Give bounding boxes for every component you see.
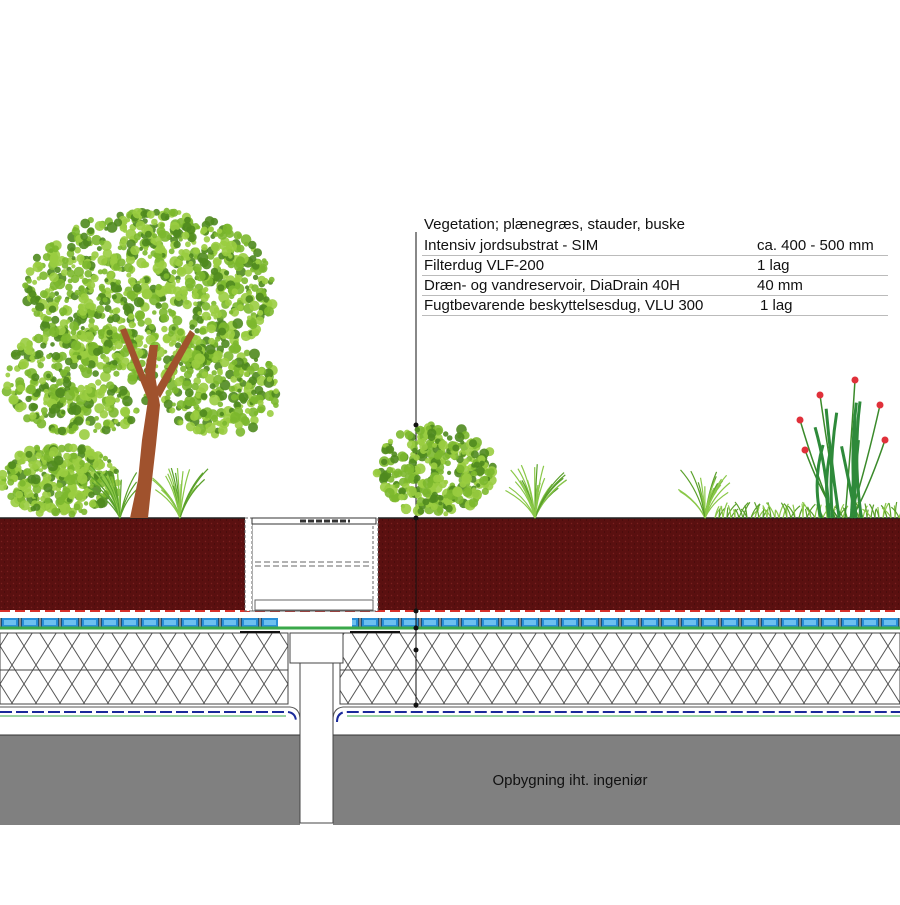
membrane-layers xyxy=(0,706,900,735)
insulation-left-lower xyxy=(0,669,289,705)
tree xyxy=(120,328,195,518)
tree-trunk xyxy=(130,345,160,518)
grass xyxy=(87,464,900,519)
insulation-left-upper xyxy=(0,632,289,671)
legend-separator xyxy=(422,275,888,276)
drain-pipe xyxy=(299,632,334,824)
concrete-base-left xyxy=(0,735,300,825)
legend-row-value: ca. 400 - 500 mm xyxy=(757,237,874,254)
legend-row-name: Filterdug VLF-200 xyxy=(424,257,545,274)
drainage-board-left xyxy=(0,614,278,628)
base-label: Opbygning iht. ingeniør xyxy=(492,772,648,789)
legend-separator xyxy=(422,255,888,256)
soil-right xyxy=(378,518,900,610)
insulation-right-upper xyxy=(339,632,900,671)
legend-row-name: Vegetation; plænegræs, stauder, buske xyxy=(424,216,686,233)
flowering-plant xyxy=(796,376,889,519)
drainage-board-right xyxy=(352,614,900,628)
soil-left xyxy=(0,518,245,610)
legend-row-value: 1 lag xyxy=(760,297,793,314)
legend-row-name: Fugtbevarende beskyttelsesdug, VLU 300 xyxy=(424,297,704,314)
legend-separator xyxy=(422,295,888,296)
legend-row-name: Dræn- og vandreservoir, DiaDrain 40H xyxy=(424,277,680,294)
legend-separator xyxy=(422,315,888,316)
concrete-base-right xyxy=(333,735,900,825)
inspection-well xyxy=(244,517,379,612)
legend-row-value: 1 lag xyxy=(757,257,790,274)
legend-row-value: 40 mm xyxy=(757,277,803,294)
legend-row-name: Intensiv jordsubstrat - SIM xyxy=(424,237,599,254)
insulation-right-lower xyxy=(339,669,900,705)
